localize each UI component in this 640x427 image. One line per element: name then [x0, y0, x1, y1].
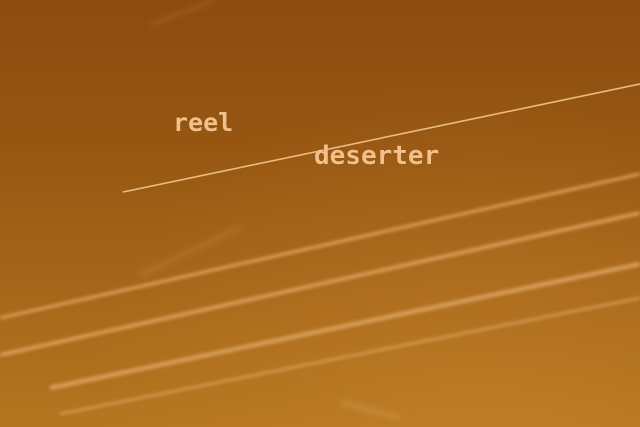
contrail-2: [0, 211, 640, 357]
contrail-4: [59, 296, 640, 416]
caption-deserter: deserter: [314, 141, 440, 171]
faint-contrail: [339, 399, 401, 421]
caption-reel: reel: [173, 108, 234, 137]
fresh-contrail: [122, 83, 640, 193]
faint-contrail: [138, 225, 242, 278]
contrail-1: [0, 172, 640, 320]
contrail-3: [49, 261, 640, 391]
faint-contrail: [149, 0, 216, 27]
